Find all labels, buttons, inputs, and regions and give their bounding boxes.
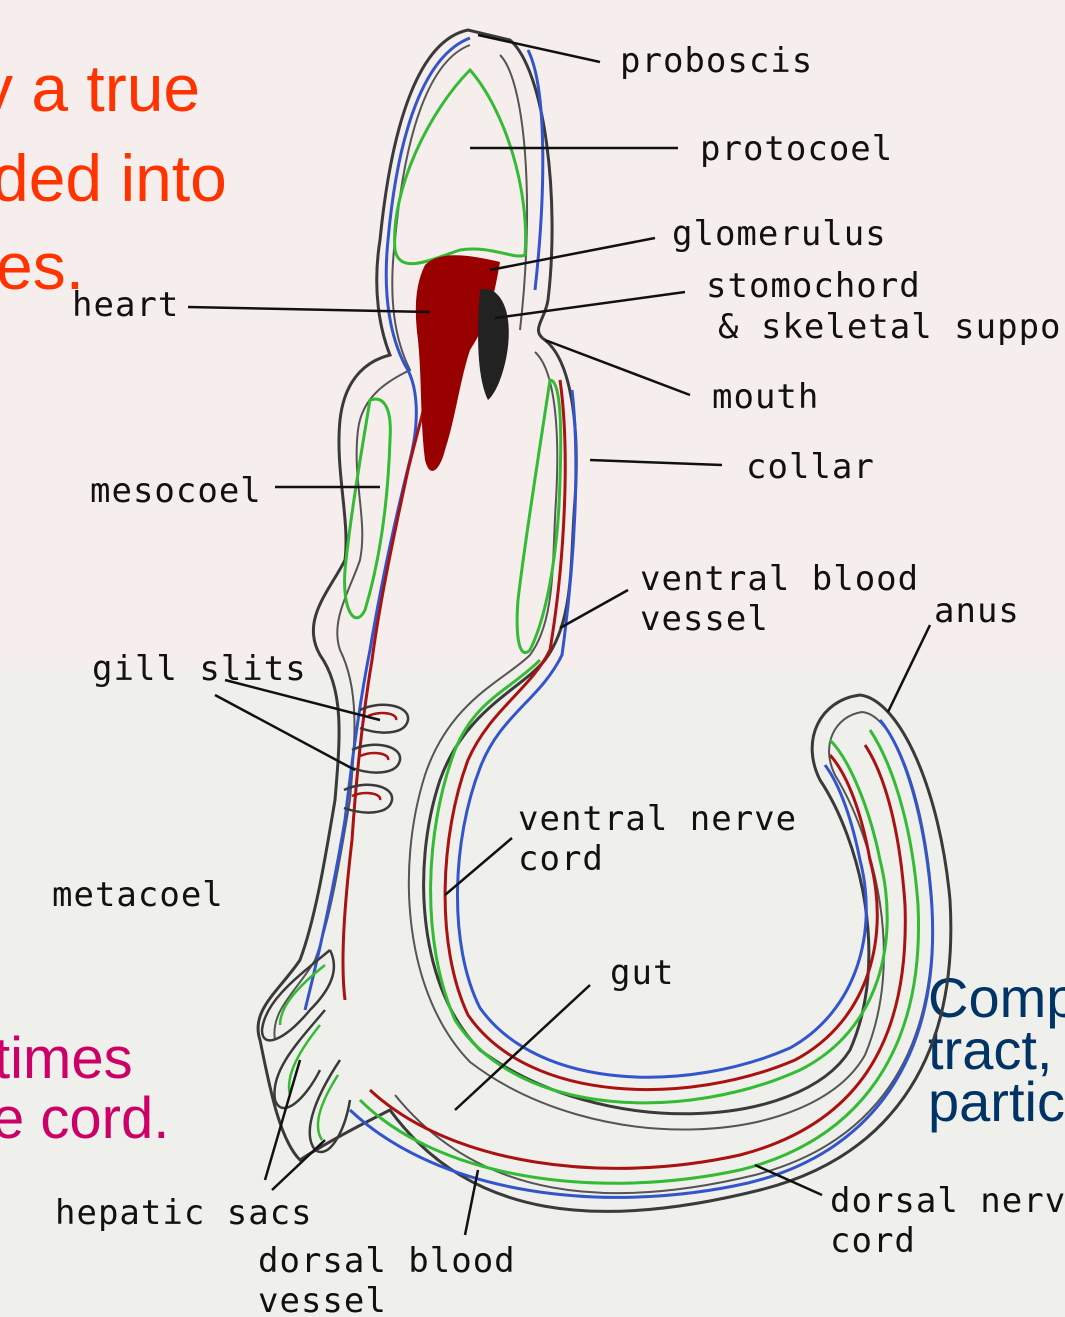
- stomochord-shape: [478, 289, 509, 400]
- label-protocoel: protocoel: [700, 129, 893, 169]
- label-glomerulus: glomerulus: [672, 214, 887, 254]
- label-gut: gut: [610, 953, 674, 993]
- label-ventral-blood: ventral blood: [640, 559, 919, 599]
- label-dorsal-blood-vessel: vessel: [258, 1281, 387, 1317]
- label-ventral-nerve: ventral nerve: [518, 799, 797, 839]
- protocoel-outline: [395, 70, 526, 264]
- label-collar: collar: [746, 447, 875, 487]
- label-gill-slits: gill slits: [92, 649, 307, 689]
- label-heart: heart: [72, 285, 179, 325]
- label-anus: anus: [934, 591, 1020, 631]
- label-skeletal-support: & skeletal support: [718, 307, 1065, 347]
- label-mouth: mouth: [712, 377, 819, 417]
- label-dorsal-nerve: dorsal nerve: [830, 1181, 1065, 1221]
- label-mesocoel: mesocoel: [90, 471, 262, 511]
- label-dorsal-blood: dorsal blood: [258, 1241, 516, 1281]
- label-ventral-nerve-cord: cord: [518, 839, 604, 879]
- label-dorsal-nerve-cord: cord: [830, 1221, 916, 1261]
- trunk-coelom-outer: [431, 660, 888, 1103]
- label-proboscis: proboscis: [620, 41, 813, 81]
- label-ventral-blood-vessel: vessel: [640, 599, 769, 639]
- label-stomochord: stomochord: [706, 266, 921, 306]
- label-hepatic-sacs: hepatic sacs: [55, 1193, 313, 1233]
- label-metacoel: metacoel: [52, 875, 224, 915]
